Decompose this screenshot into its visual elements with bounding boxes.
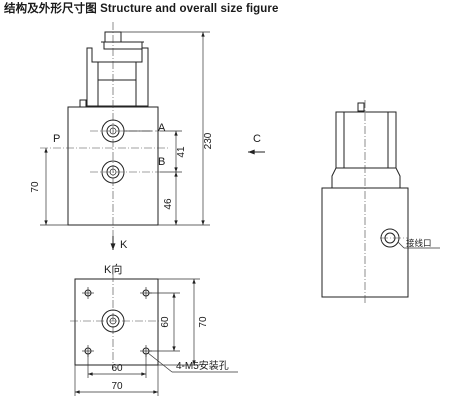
dim-70-left: 70 — [30, 181, 41, 193]
side-solenoid-housing — [331, 111, 401, 189]
side-view — [321, 100, 440, 305]
dim-46: 46 — [163, 198, 174, 210]
dim-41: 41 — [176, 146, 187, 158]
dim-230: 230 — [203, 132, 214, 149]
center-port — [101, 309, 125, 333]
connector-label: 接线口 — [406, 238, 432, 248]
dim-60-vertical: 60 — [160, 316, 171, 328]
view-k-title: K向 — [104, 262, 122, 276]
dim-70-vertical: 70 — [198, 316, 209, 328]
dim-60-horizontal: 60 — [111, 363, 123, 374]
dim-70-horizontal: 70 — [111, 381, 123, 392]
figure-title: 结构及外形尺寸图 Structure and overall size figu… — [4, 3, 279, 15]
view-c-label: C — [253, 133, 261, 145]
base-plate — [74, 278, 159, 366]
bottom-view — [70, 274, 238, 396]
view-k-label: K — [120, 239, 128, 251]
port-p-label: P — [53, 133, 60, 145]
port-a-label: A — [158, 122, 166, 134]
port-b-label: B — [158, 156, 165, 168]
mount-holes-label: 4-M5安装孔 — [176, 359, 229, 372]
front-view — [40, 22, 210, 236]
solenoid-housing — [86, 47, 149, 107]
mounting-hole-top-left — [82, 287, 94, 299]
